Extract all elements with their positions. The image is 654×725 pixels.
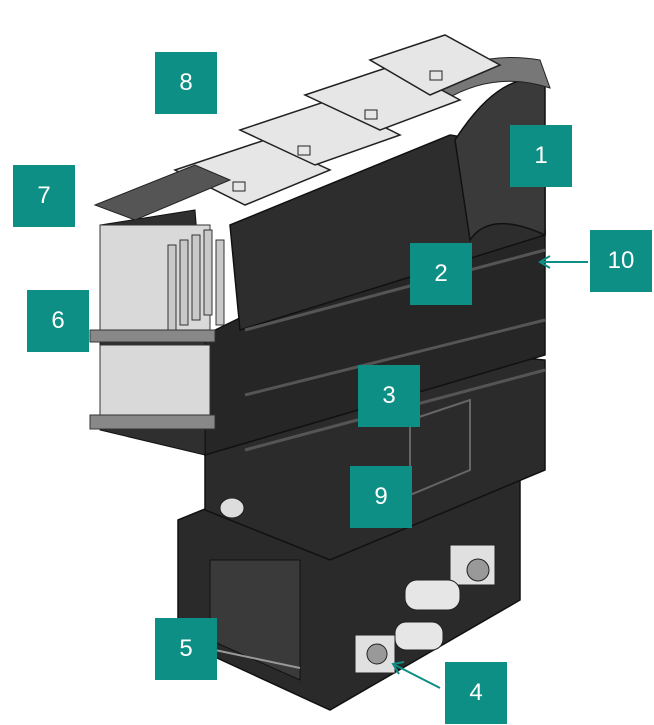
filter-frame-bar <box>89 414 216 430</box>
base-rail <box>214 649 301 669</box>
motor-body <box>404 579 461 611</box>
lid-marker <box>297 145 311 156</box>
callout-5: 5 <box>155 618 217 680</box>
lid-marker <box>429 70 443 81</box>
manifold <box>93 164 232 221</box>
callout-6: 6 <box>27 290 89 352</box>
lid-marker <box>364 109 378 120</box>
side-fan <box>219 497 245 519</box>
base-opening <box>209 559 301 681</box>
callout-10: 10 <box>590 230 652 292</box>
fan-icon <box>466 558 490 582</box>
callout-4: 4 <box>445 662 507 724</box>
fin <box>215 239 225 326</box>
rail <box>244 248 546 332</box>
fan-icon <box>366 643 388 665</box>
arrow-4-head <box>391 661 405 675</box>
fin <box>179 239 189 326</box>
callout-8: 8 <box>155 52 217 114</box>
motor-body <box>394 621 444 651</box>
callout-1: 1 <box>510 125 572 187</box>
callout-7: 7 <box>13 165 75 227</box>
fin <box>191 234 201 321</box>
rail <box>244 318 546 397</box>
lid-panel <box>173 139 332 206</box>
arrow-4 <box>394 664 441 689</box>
callout-3: 3 <box>358 365 420 427</box>
callout-2: 2 <box>410 243 472 305</box>
arrow-10-head <box>538 255 551 269</box>
lid-marker <box>232 181 246 192</box>
fin <box>203 229 213 316</box>
filter-panel <box>99 344 211 416</box>
lid-panel <box>368 34 502 96</box>
callout-9: 9 <box>350 466 412 528</box>
filter-frame-bar <box>89 329 216 343</box>
fin <box>167 244 177 331</box>
